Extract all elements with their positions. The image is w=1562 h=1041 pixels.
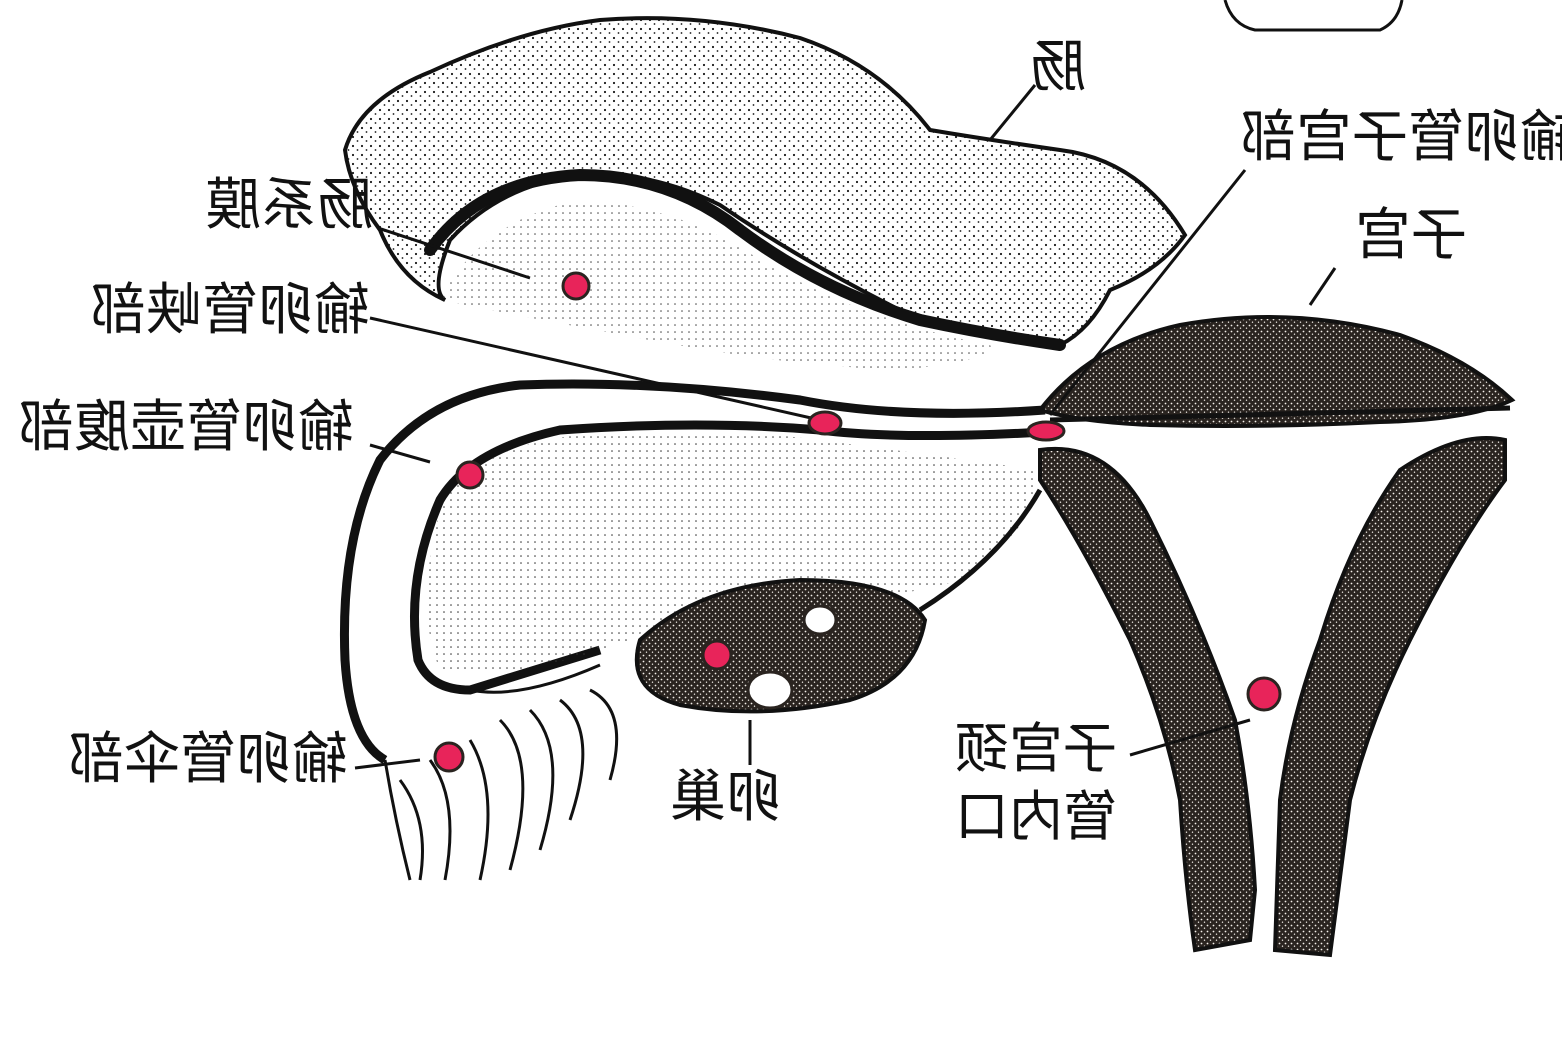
- marker-ampulla: [457, 462, 483, 488]
- label-mesentery: 肠系膜: [205, 178, 373, 234]
- marker-isthmus: [809, 412, 841, 434]
- marker-mesentery: [563, 273, 589, 299]
- cervix-right-wall: [1275, 438, 1505, 955]
- label-ampulla: 输卵管壶腹部: [18, 400, 354, 456]
- label-ovary: 卵巢: [670, 770, 782, 826]
- label-infundibulum: 输卵管伞部: [68, 732, 348, 788]
- ovary-follicle-1: [748, 672, 792, 708]
- ovary-follicle-2: [804, 606, 836, 634]
- marker-ovary: [703, 641, 731, 669]
- label-isthmus: 输卵管峡部: [90, 283, 370, 339]
- label-uterus: 子宫: [1355, 208, 1467, 264]
- marker-internal-os: [1248, 678, 1280, 710]
- label-interstitial: 输卵管子宫部: [1240, 110, 1562, 166]
- fimbriae: [385, 665, 617, 880]
- label-internal-os-line1: 子宫颈: [955, 722, 1117, 776]
- marker-interstitial: [1028, 422, 1064, 440]
- label-intestine: 肠: [1030, 40, 1086, 96]
- cervix-left-wall: [1040, 449, 1255, 950]
- top-arc: [1225, 0, 1402, 30]
- marker-infundibulum: [435, 743, 463, 771]
- label-internal-os-line2: 管内口: [955, 790, 1117, 844]
